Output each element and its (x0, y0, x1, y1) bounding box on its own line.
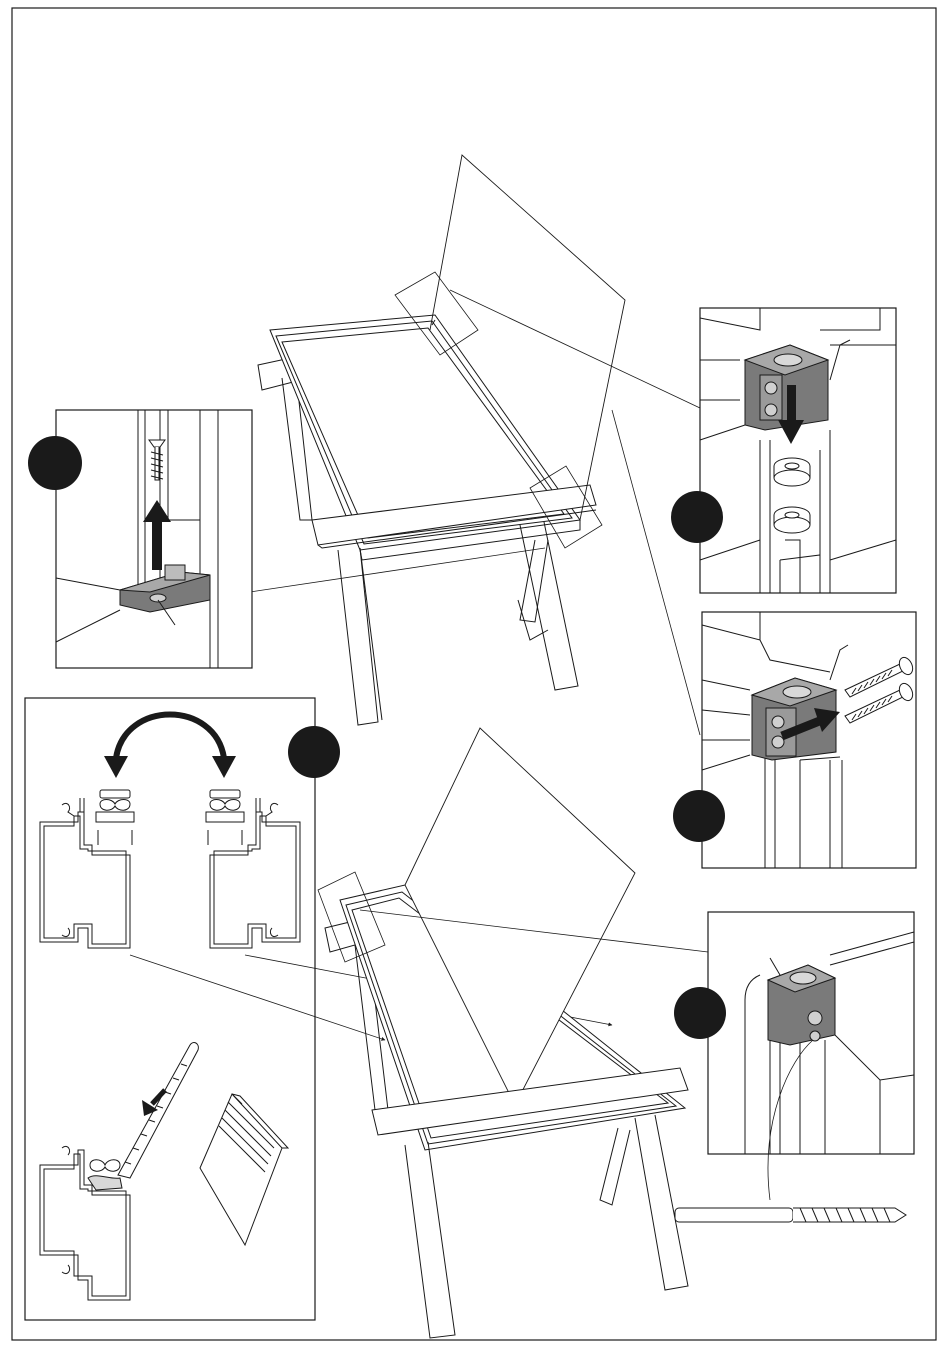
detail-bracket-bolt (708, 912, 914, 1200)
step-marker-c (673, 790, 725, 842)
detail-bracket-screws (702, 612, 916, 868)
detail-screw-up (56, 410, 252, 668)
screw-icon (675, 1208, 906, 1222)
corner-bracket-icon (745, 345, 828, 430)
step-marker-b (671, 491, 723, 543)
corner-bracket-icon (768, 965, 835, 1045)
detail-bracket-down (700, 308, 896, 593)
step-marker-e (674, 987, 726, 1039)
upper-assembly-illustration (250, 155, 700, 735)
step-marker-a (28, 436, 82, 490)
lower-assembly-illustration (318, 728, 708, 1338)
step-marker-d (288, 726, 340, 778)
